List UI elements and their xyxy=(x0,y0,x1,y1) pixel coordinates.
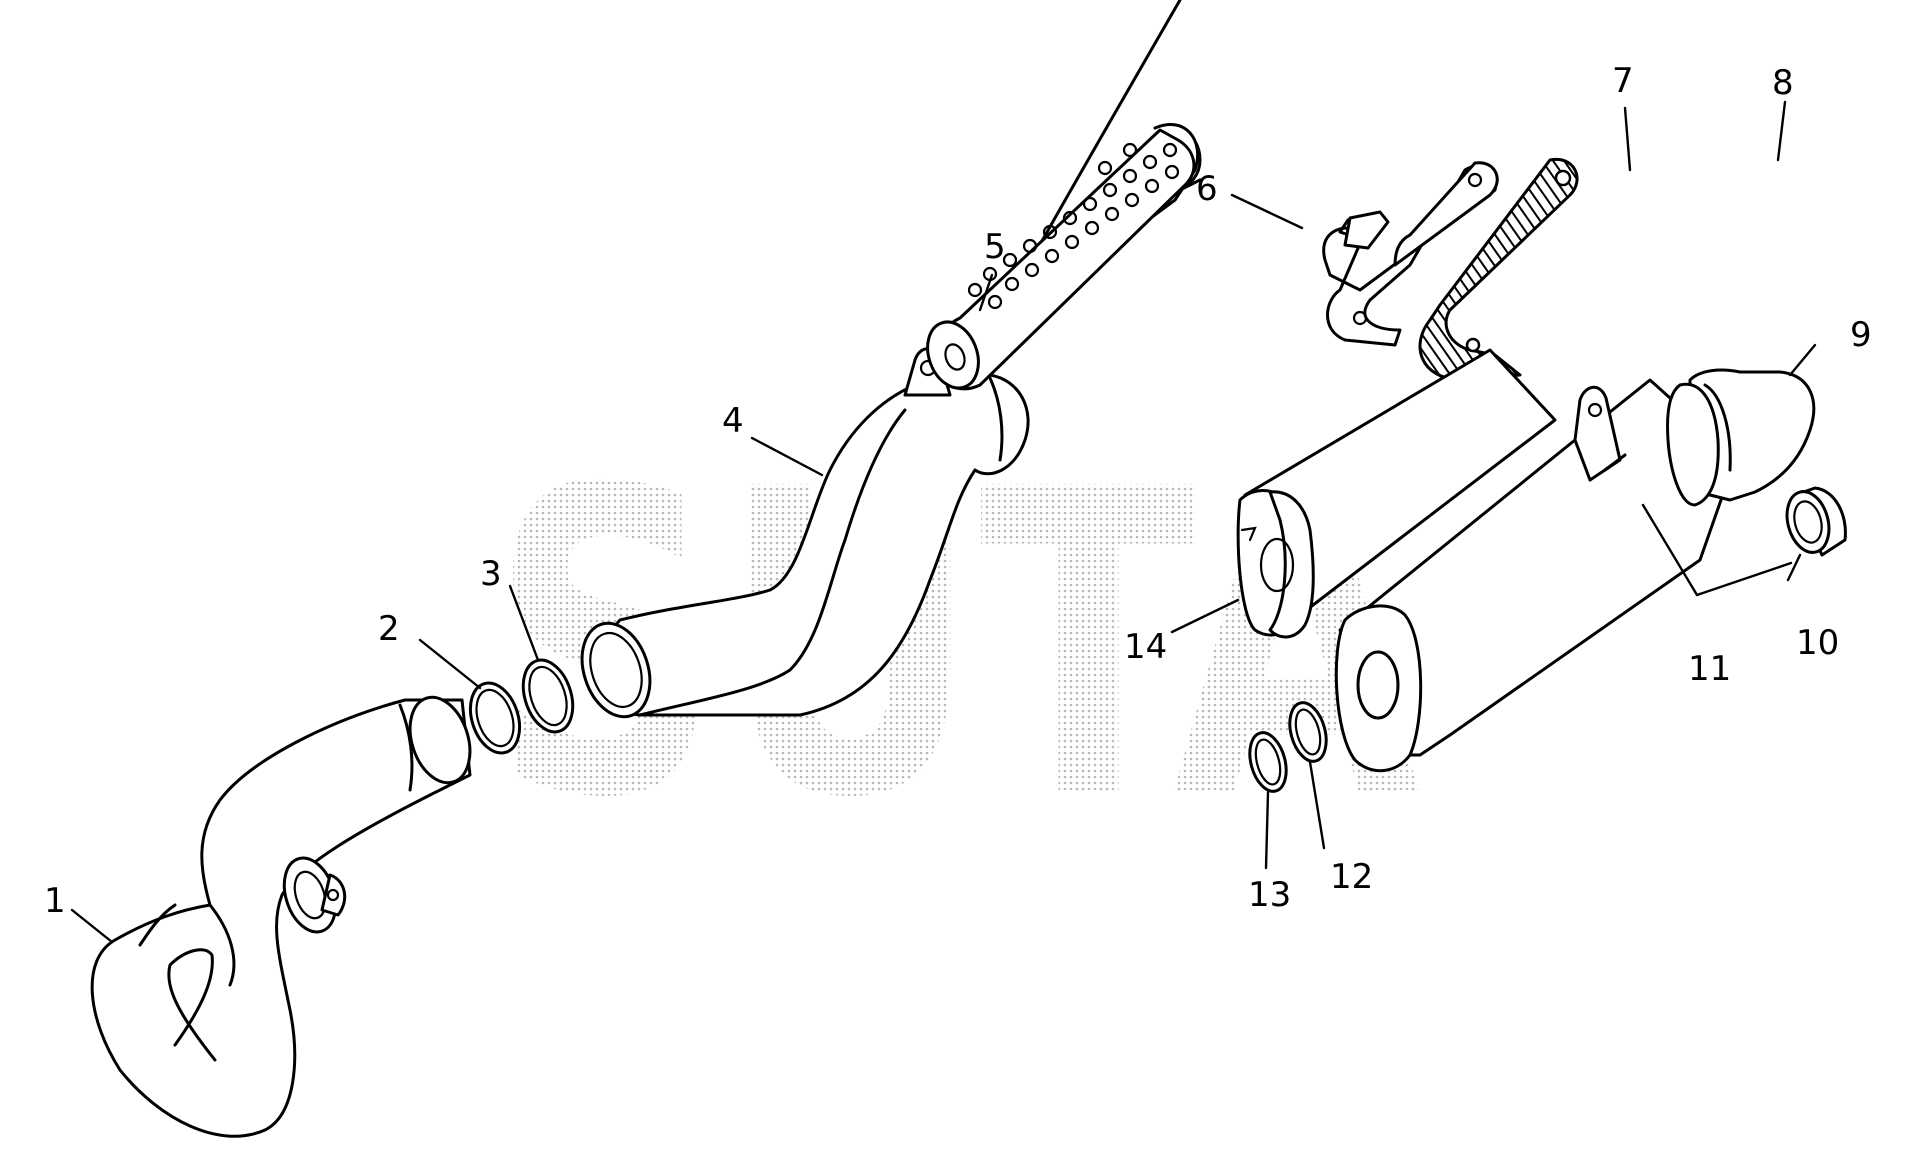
callout-7: 7 xyxy=(1612,61,1634,101)
callout-9: 9 xyxy=(1850,315,1872,355)
part-13-ring xyxy=(1248,731,1288,793)
part-6-perforated-heat-shield xyxy=(926,0,1202,391)
callout-5: 5 xyxy=(984,227,1006,267)
leader-lines xyxy=(70,100,1817,944)
part-9-end-cap xyxy=(1666,368,1816,507)
part-14-heat-shield xyxy=(1236,348,1557,639)
callout-3: 3 xyxy=(480,554,502,594)
part-8-hatched-gasket xyxy=(1418,157,1579,382)
callout-11: 11 xyxy=(1688,649,1731,689)
part-4-mid-pipe xyxy=(580,347,1030,719)
part-10-tail-cap xyxy=(1785,486,1847,557)
callout-2: 2 xyxy=(378,609,400,649)
callout-8: 8 xyxy=(1772,63,1794,103)
part-1-header-pipe xyxy=(90,695,472,1138)
callout-12: 12 xyxy=(1330,857,1373,897)
part-12-ring xyxy=(1288,701,1328,763)
callout-labels: 1 2 3 4 5 6 7 8 9 10 11 12 13 14 xyxy=(44,61,1872,921)
callout-6: 6 xyxy=(1196,169,1218,209)
callout-4: 4 xyxy=(722,401,744,441)
callout-10: 10 xyxy=(1796,623,1839,663)
part-2-gasket xyxy=(468,681,522,755)
part-7-bracket xyxy=(1322,161,1499,347)
callout-13: 13 xyxy=(1248,875,1291,915)
part-11-muffler xyxy=(1334,378,1737,773)
callout-14: 14 xyxy=(1124,627,1167,667)
callout-1: 1 xyxy=(44,881,66,921)
part-3-gasket xyxy=(521,658,575,734)
